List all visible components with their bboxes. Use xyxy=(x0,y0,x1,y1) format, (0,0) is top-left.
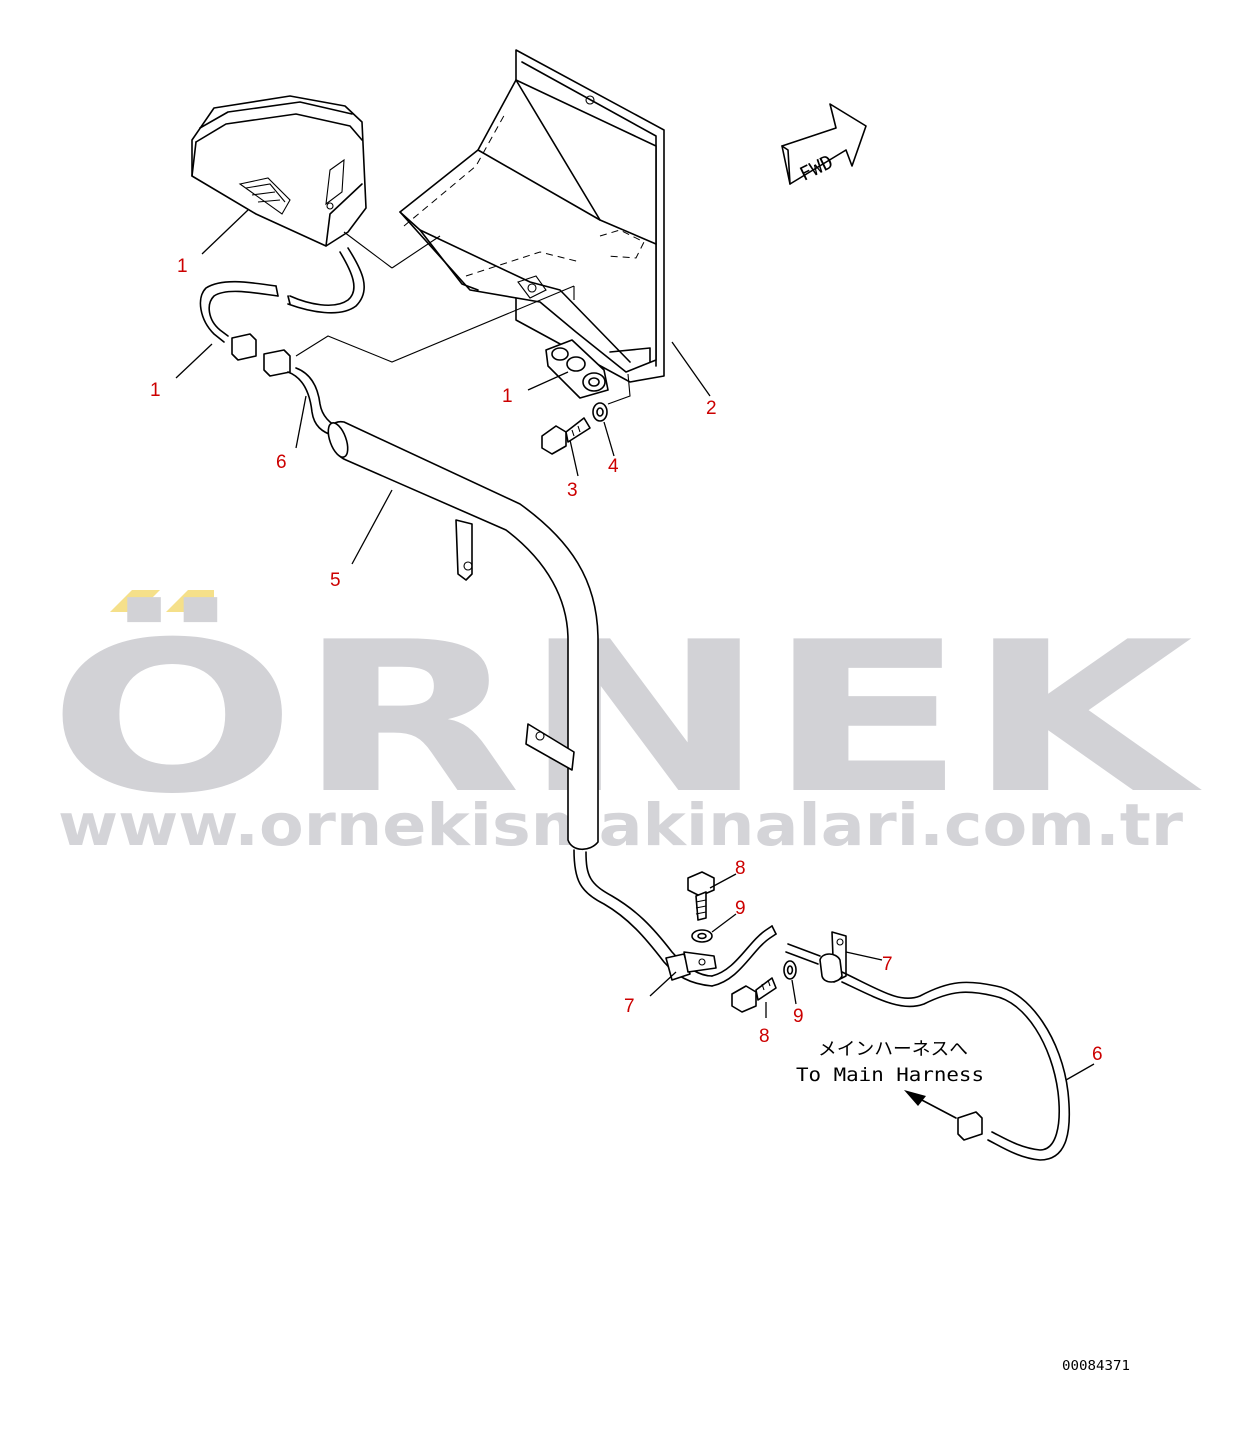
fastener-set-top xyxy=(541,339,631,455)
callout-6-harness: 6 xyxy=(1092,1044,1103,1065)
mounting-bracket xyxy=(295,49,665,383)
harness-label-jp: メインハーネスへ xyxy=(818,1039,968,1060)
callout-8-bolt-top: 8 xyxy=(735,858,746,879)
watermark-brand: ÖRNEK xyxy=(48,596,1203,840)
callout-7-clamp-right: 7 xyxy=(882,954,893,975)
callout-1-washer: 1 xyxy=(502,386,513,407)
wiring-harness xyxy=(287,367,1071,1161)
leader-lines xyxy=(175,209,1095,1081)
work-lamp xyxy=(191,95,367,377)
callout-5-tube: 5 xyxy=(330,570,341,591)
callout-4-washer: 4 xyxy=(608,456,619,477)
watermark-accent-right xyxy=(166,590,214,612)
callout-9-washer-top: 9 xyxy=(735,898,746,919)
callout-2-bracket: 2 xyxy=(706,398,717,419)
callout-numbers: 1 1 1 2 3 4 5 6 6 7 7 8 8 9 9 xyxy=(150,256,1103,1065)
harness-label-en: To Main Harness xyxy=(796,1064,984,1086)
callout-7-clamp-left: 7 xyxy=(624,996,635,1017)
annotation-text: メインハーネスへ To Main Harness 00084371 xyxy=(796,1039,1130,1374)
callout-1-lamp: 1 xyxy=(177,256,188,277)
callout-9-washer-bottom: 9 xyxy=(793,1006,804,1027)
callout-6-lead: 6 xyxy=(276,452,287,473)
callout-1-connector: 1 xyxy=(150,380,161,401)
watermark: ÖRNEK www.ornekismakinalari.com.tr xyxy=(48,590,1203,859)
drawing-number: 00084371 xyxy=(1062,1359,1130,1374)
watermark-accent-left xyxy=(110,590,160,612)
forward-direction-arrow: FWD xyxy=(781,103,867,186)
callout-8-bolt-bottom: 8 xyxy=(759,1026,770,1047)
watermark-url: www.ornekismakinalari.com.tr xyxy=(58,791,1183,859)
callout-3-bolt: 3 xyxy=(567,480,578,501)
